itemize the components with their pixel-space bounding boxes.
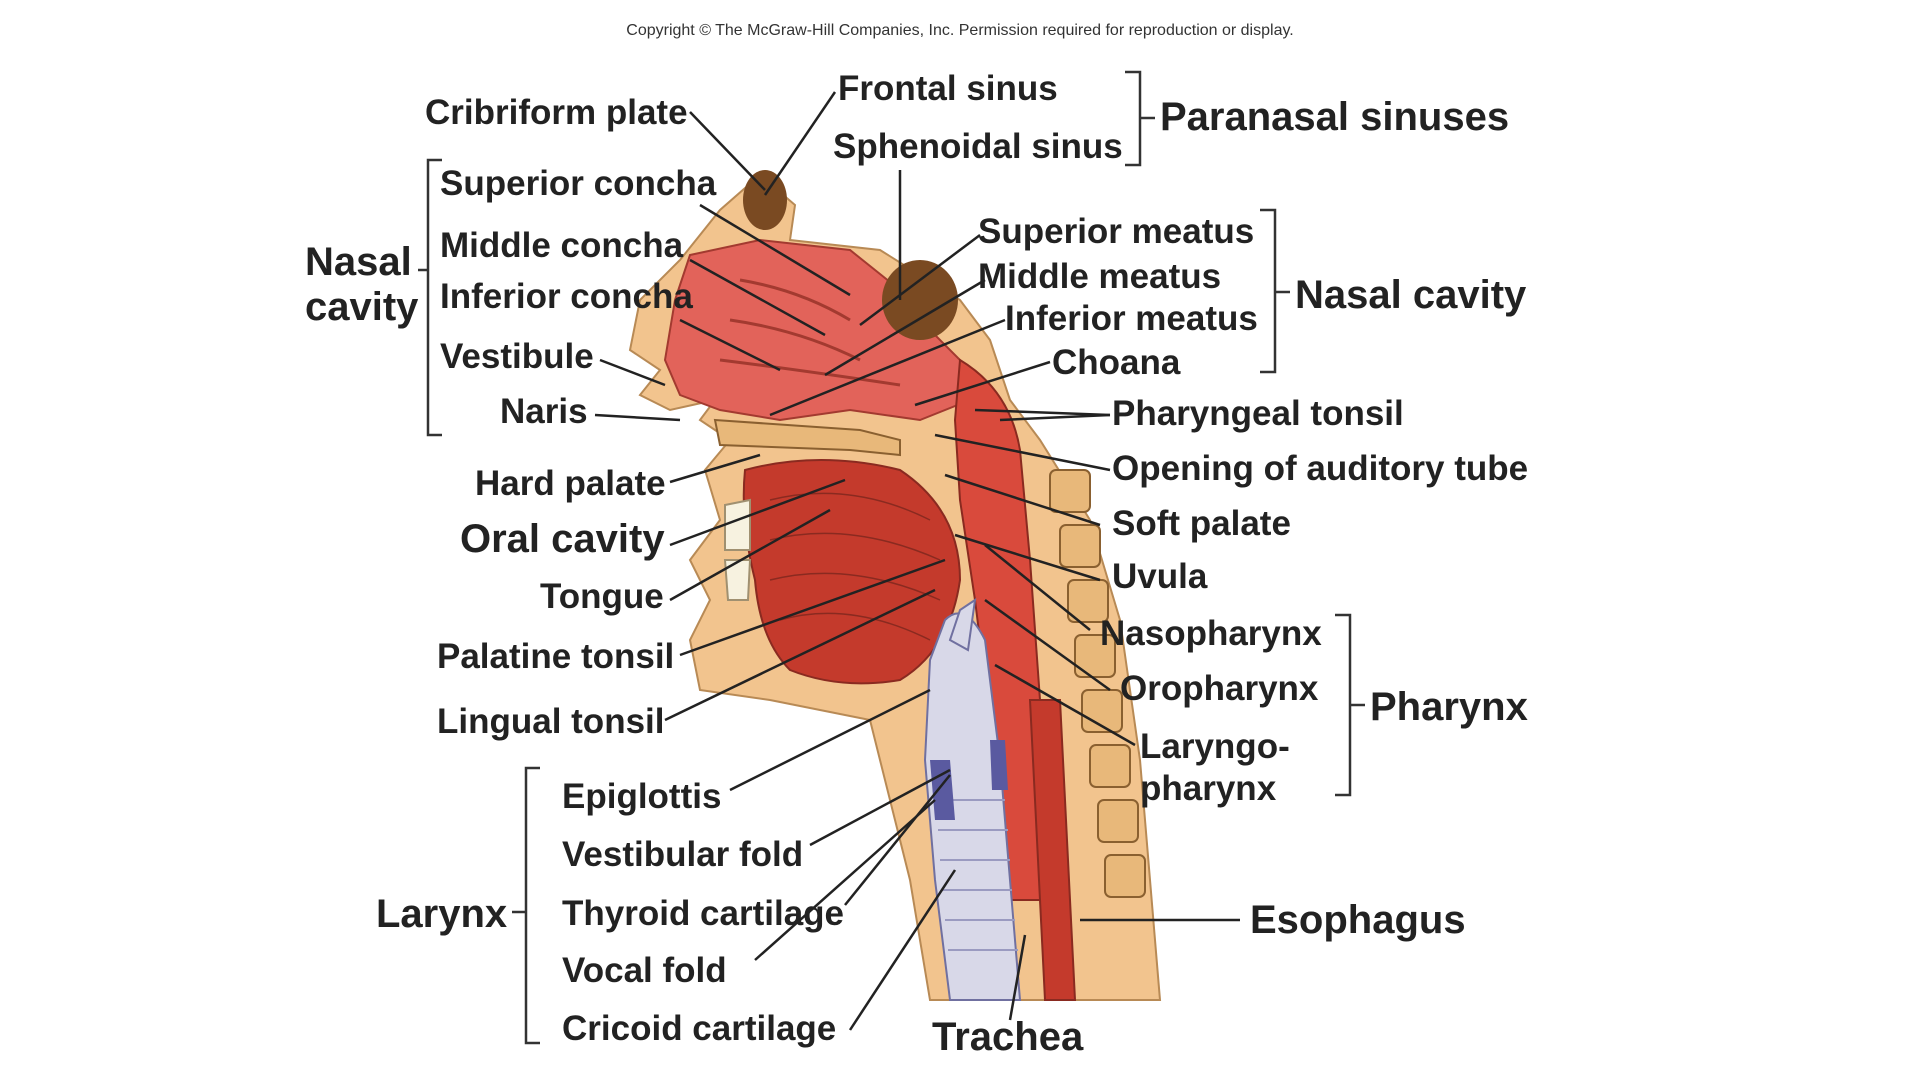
label-oropharynx: Oropharynx [1120, 669, 1319, 708]
label-inferior-concha: Inferior concha [440, 277, 693, 316]
paranasal-bracket [1125, 70, 1155, 167]
label-inferior-meatus: Inferior meatus [1005, 299, 1258, 338]
label-laryngopharynx-1: Laryngo- [1140, 727, 1290, 766]
label-cricoid-cartilage: Cricoid cartilage [562, 1009, 836, 1048]
label-nasal-cavity-left-1: Nasal [305, 240, 412, 284]
larynx-bracket [512, 766, 540, 1045]
label-vestibule: Vestibule [440, 337, 594, 376]
label-superior-concha: Superior concha [440, 164, 717, 203]
nasal-cavity-right-bracket [1260, 208, 1290, 374]
label-middle-meatus: Middle meatus [978, 257, 1221, 296]
label-esophagus: Esophagus [1250, 898, 1466, 942]
label-thyroid-cartilage: Thyroid cartilage [562, 894, 844, 933]
label-soft-palate: Soft palate [1112, 504, 1291, 543]
label-uvula: Uvula [1112, 557, 1208, 596]
copyright-notice: Copyright © The McGraw-Hill Companies, I… [626, 22, 1294, 39]
frontal-sinus-shape [743, 170, 787, 230]
label-tongue: Tongue [540, 577, 664, 616]
larynx-trachea [923, 612, 1022, 1001]
brackets [418, 70, 1365, 1045]
label-larynx: Larynx [376, 892, 507, 936]
label-frontal-sinus: Frontal sinus [838, 69, 1058, 108]
conchae-ridges [719, 278, 901, 387]
label-palatine-tonsil: Palatine tonsil [437, 637, 674, 676]
vocal-folds-shape [930, 740, 1008, 820]
label-laryngopharynx-2: pharynx [1140, 769, 1277, 808]
label-hard-palate: Hard palate [475, 464, 666, 503]
pharynx-bracket [1335, 613, 1365, 797]
esophagus-shape [1028, 699, 1077, 1001]
label-vestibular-fold: Vestibular fold [562, 835, 803, 874]
oral-cavity-shape [742, 459, 962, 685]
label-pharyngeal-tonsil: Pharyngeal tonsil [1112, 394, 1404, 433]
label-nasopharynx: Nasopharynx [1100, 614, 1322, 653]
structure-labels: Cribriform plate Frontal sinus Sphenoida… [305, 69, 1528, 1059]
label-sphenoidal-sinus: Sphenoidal sinus [833, 127, 1123, 166]
label-superior-meatus: Superior meatus [978, 212, 1254, 251]
label-trachea: Trachea [932, 1015, 1084, 1059]
label-epiglottis: Epiglottis [562, 777, 721, 816]
label-oral-cavity: Oral cavity [460, 517, 665, 561]
label-lingual-tonsil: Lingual tonsil [437, 702, 664, 741]
label-paranasal-sinuses: Paranasal sinuses [1160, 95, 1509, 139]
label-nasal-cavity-right: Nasal cavity [1295, 273, 1527, 317]
head-illustration [628, 170, 1162, 1001]
epiglottis-shape [948, 597, 977, 652]
label-nasal-cavity-left-2: cavity [305, 285, 419, 329]
teeth [723, 498, 752, 601]
cervical-vertebrae [1049, 469, 1146, 898]
trachea-rings [935, 799, 1018, 951]
label-middle-concha: Middle concha [440, 226, 684, 265]
label-cribriform-plate: Cribriform plate [425, 93, 688, 132]
hard-palate-bone [713, 418, 901, 457]
label-pharynx: Pharynx [1370, 685, 1528, 729]
label-vocal-fold: Vocal fold [562, 951, 727, 990]
leader-lines [594, 91, 1240, 1031]
label-naris: Naris [500, 392, 588, 431]
label-opening-auditory-tube: Opening of auditory tube [1112, 449, 1528, 488]
tongue-striations [769, 492, 941, 641]
nasal-cavity-left-bracket [418, 158, 442, 437]
label-choana: Choana [1052, 343, 1181, 382]
